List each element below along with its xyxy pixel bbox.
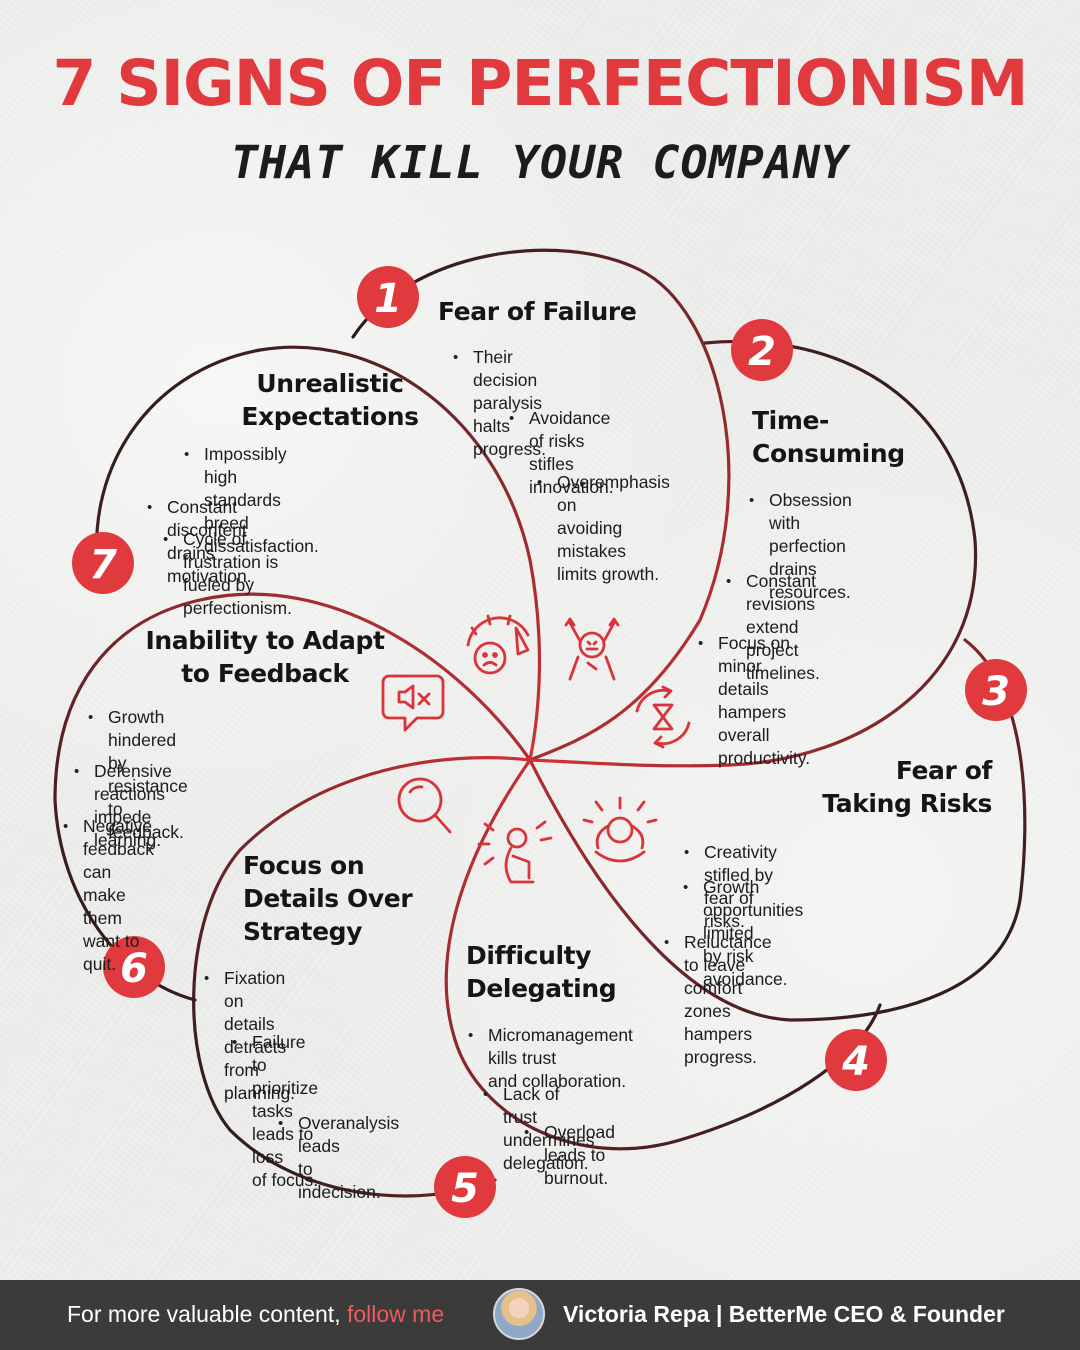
sign-1-fear-of-failure: Fear of Failure	[438, 295, 637, 328]
sign-2-time-consuming: Time- Consuming	[752, 404, 905, 470]
footer-cta-text: For more valuable content,	[67, 1301, 347, 1327]
badge-3: 3	[965, 659, 1027, 721]
page-title: 7 SIGNS OF PERFECTIONISM	[52, 47, 1028, 120]
badge-5: 5	[434, 1156, 496, 1218]
petal-1-outline	[351, 248, 731, 762]
petal-3-outline	[528, 638, 1027, 1022]
badge-4-label: 4	[841, 1039, 870, 1085]
sign-2-bullet-3: Focus on minor details hampers overall p…	[698, 632, 810, 770]
badge-4: 4	[825, 1029, 887, 1091]
anxious-sitting-person-icon	[477, 820, 553, 884]
number-badges: 1 2 3 4 5 6 7	[72, 266, 1027, 1218]
sign-2-title: Time- Consuming	[752, 406, 905, 468]
badge-7-label: 7	[89, 542, 117, 588]
muted-speech-bubble-icon	[381, 674, 445, 732]
frustrated-person-icon	[564, 617, 620, 681]
petal-2-outline	[528, 339, 978, 768]
sign-3-title: Fear of Taking Risks	[822, 756, 992, 818]
gauge-sad-face-icon	[466, 614, 530, 675]
badge-7: 7	[72, 532, 134, 594]
page-subtitle: THAT KILL YOUR COMPANY	[230, 136, 850, 189]
magnifier-icon	[397, 777, 452, 834]
badge-5-label: 5	[451, 1166, 479, 1212]
sign-6-bullet-3: Negative feedback can make them want to …	[63, 815, 154, 976]
sign-6-title: Inability to Adapt to Feedback	[145, 626, 385, 688]
sign-5-bullet-3: Overanalysis leads to indecision.	[278, 1112, 399, 1204]
sign-5-focus-on-details: Focus on Details Over Strategy	[243, 849, 413, 948]
hourglass-cycle-icon	[635, 685, 691, 749]
badge-3-label: 3	[982, 669, 1010, 715]
follow-me-link[interactable]: follow me	[346, 1301, 445, 1327]
badge-1: 1	[357, 266, 419, 328]
sign-4-difficulty-delegating: Difficulty Delegating	[466, 939, 617, 1005]
badge-2-label: 2	[748, 329, 776, 375]
flower-diagram: 1 2 3 4 5 6 7	[53, 248, 1027, 1218]
footer-cta: For more valuable content, follow me	[67, 1301, 444, 1328]
sign-5-title: Focus on Details Over Strategy	[243, 851, 413, 946]
sign-3-bullet-3: Reluctance to leave comfort zones hamper…	[664, 931, 772, 1069]
sign-3-fear-of-taking-risks: Fear of Taking Risks	[760, 754, 992, 820]
sign-7-bullet-3: Cycle of frustration is fueled by perfec…	[163, 528, 292, 620]
petal-outlines	[53, 248, 1027, 1198]
stressed-person-icon	[582, 796, 658, 863]
petal-7-outline	[95, 345, 542, 762]
author-avatar[interactable]	[493, 1288, 545, 1340]
sign-4-title: Difficulty Delegating	[466, 941, 617, 1003]
badge-2: 2	[731, 319, 793, 381]
sign-4-bullet-3: Overload leads to burnout.	[524, 1121, 615, 1190]
sign-7-unrealistic-expectations: Unrealistic Expectations	[200, 367, 460, 433]
sign-7-title: Unrealistic Expectations	[241, 369, 419, 431]
sign-1-bullet-3: Overemphasis on avoiding mistakes limits…	[537, 471, 670, 586]
badge-1-label: 1	[374, 276, 402, 322]
sign-6-inability-to-adapt: Inability to Adapt to Feedback	[145, 624, 385, 690]
sign-1-title: Fear of Failure	[438, 297, 637, 326]
author-name: Victoria Repa | BetterMe CEO & Founder	[563, 1301, 1005, 1327]
footer-bar: For more valuable content, follow me Vic…	[0, 1280, 1080, 1350]
